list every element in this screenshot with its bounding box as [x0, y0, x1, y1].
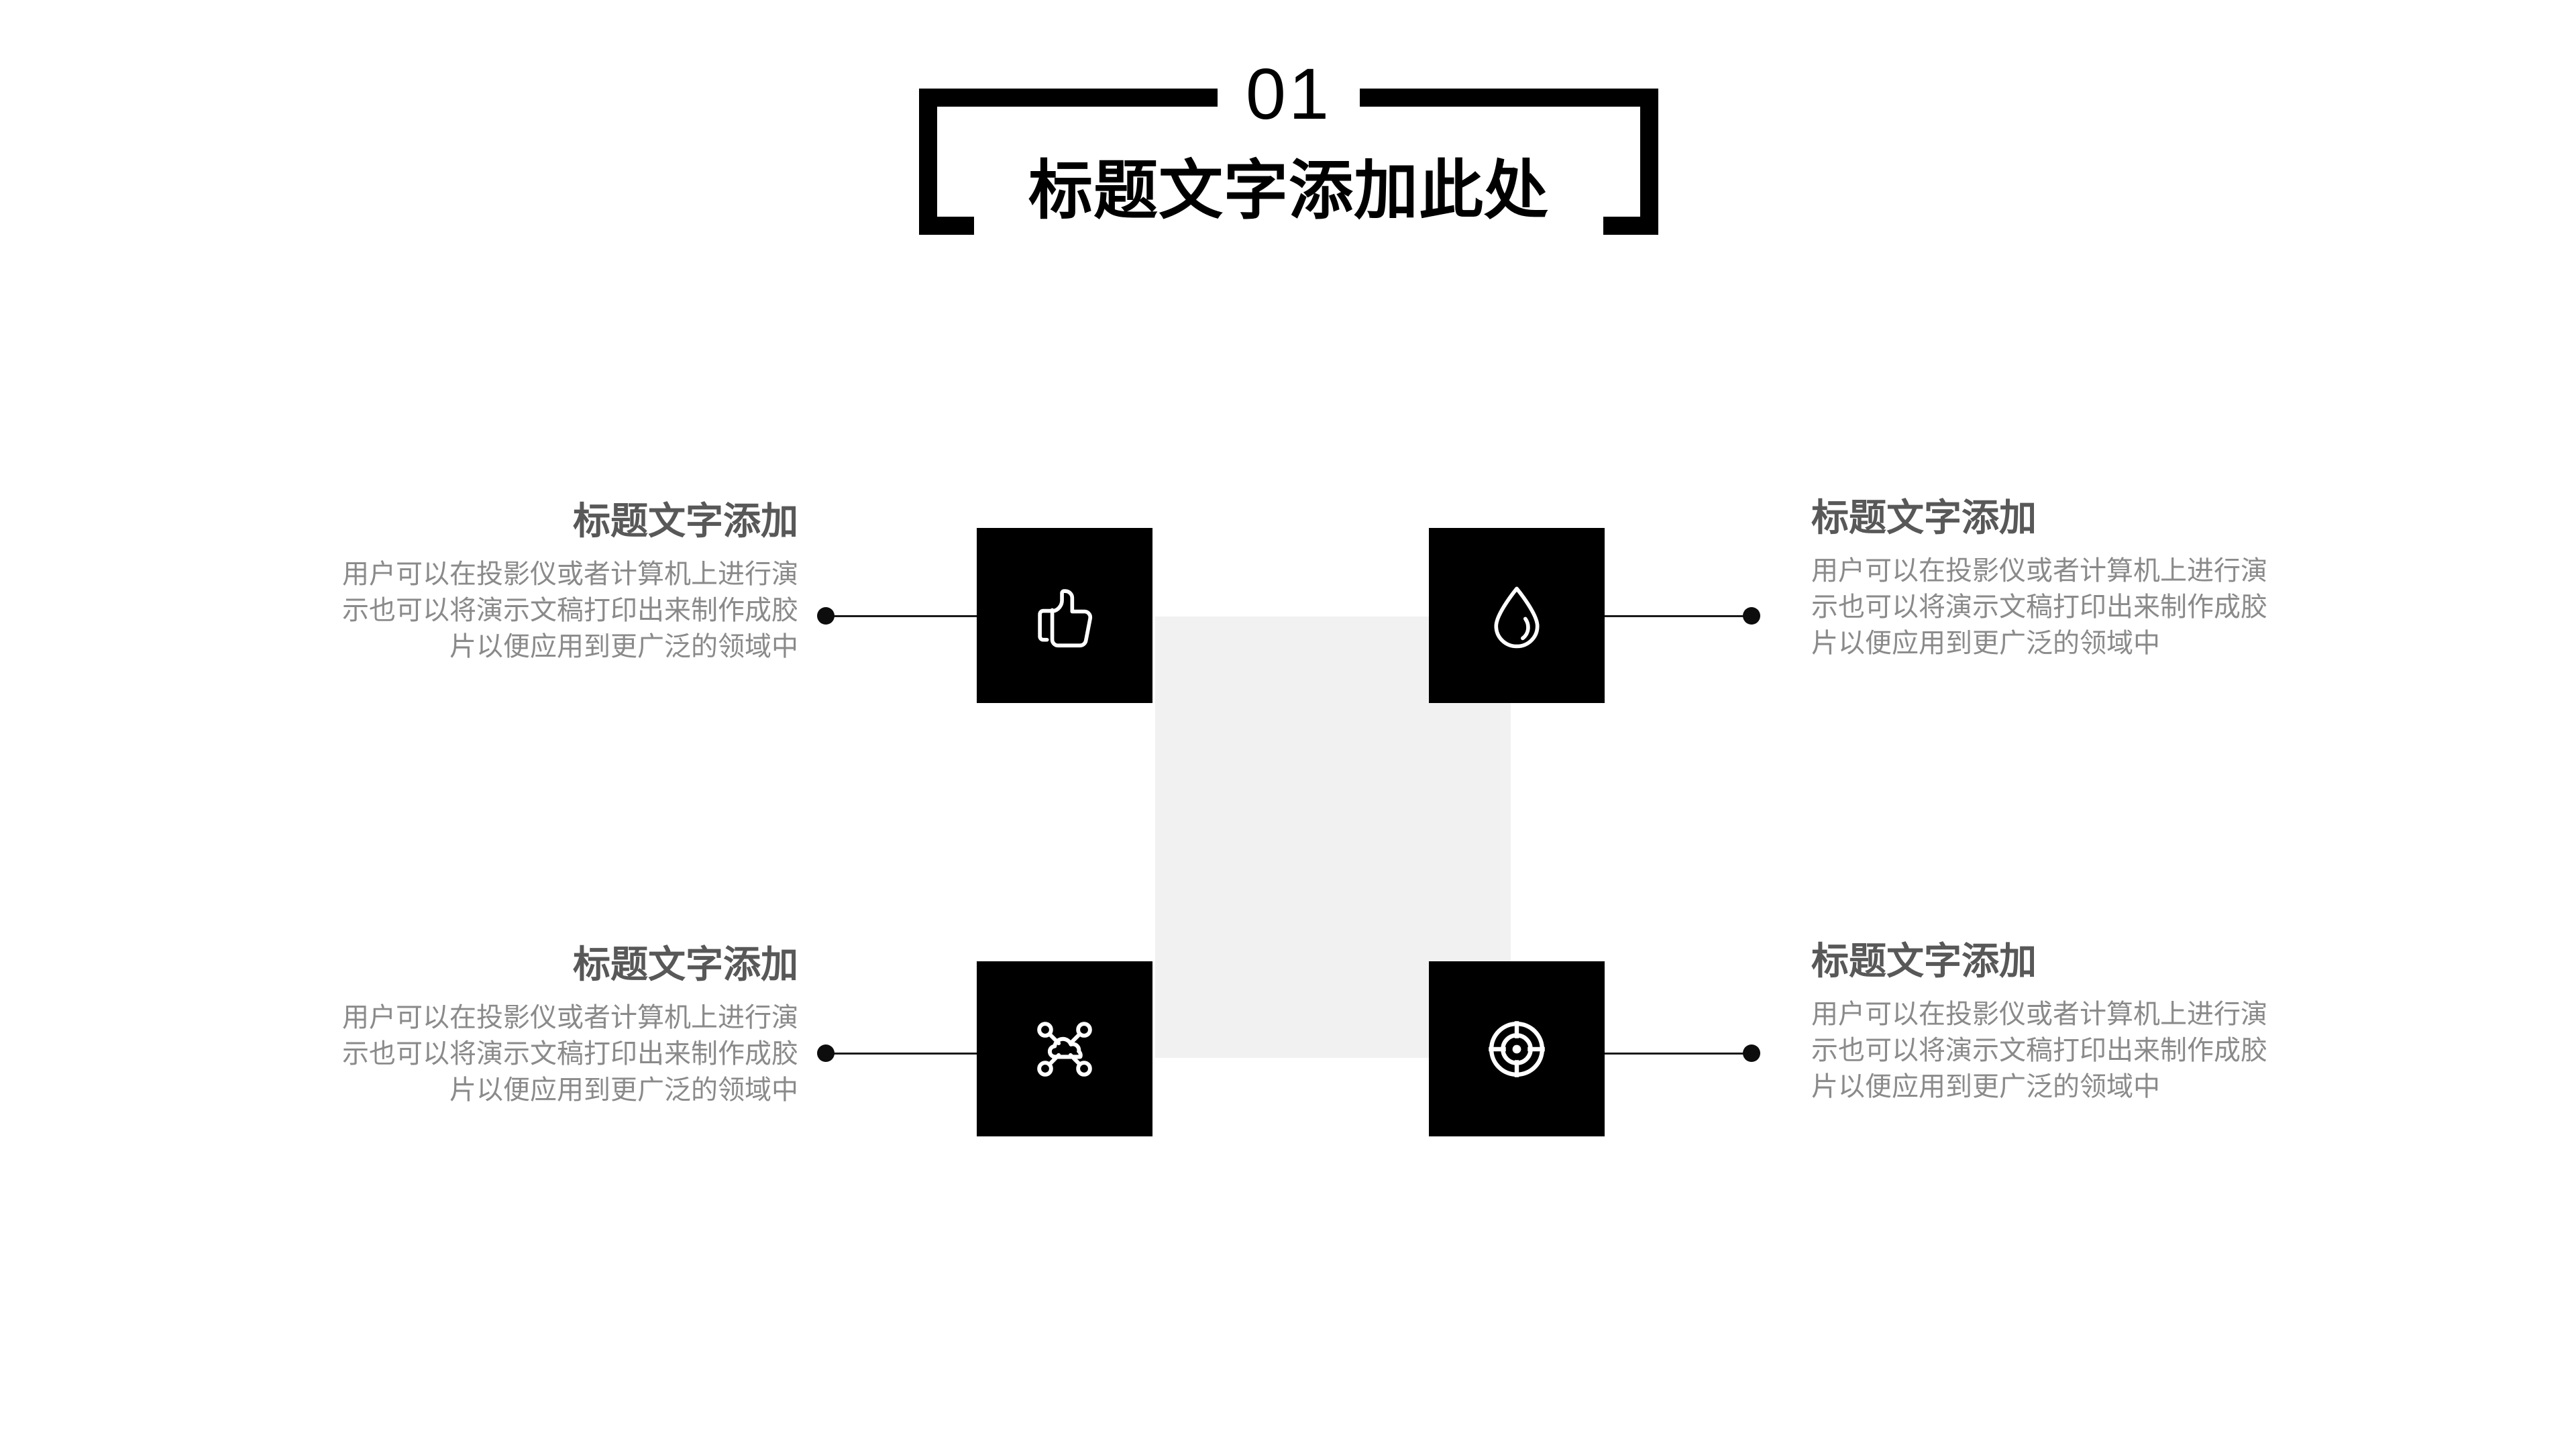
item-body: 用户可以在投影仪或者计算机上进行演示也可以将演示文稿打印出来制作成胶片以便应用到…: [1811, 1000, 2267, 1102]
text-block-bottom-left: 标题文字添加 用户可以在投影仪或者计算机上进行演示也可以将演示文稿打印出来制作成…: [329, 945, 798, 1108]
connector-line-top-left: [832, 615, 978, 617]
connector-line-bottom-left: [832, 1053, 978, 1055]
bracket-left-bottom-arm: [919, 217, 974, 235]
item-body: 用户可以在投影仪或者计算机上进行演示也可以将演示文稿打印出来制作成胶片以便应用到…: [342, 559, 798, 661]
page-title: 标题文字添加此处: [1028, 155, 1549, 227]
thumbs-up-icon: [1025, 576, 1104, 655]
cloud-network-icon: [1025, 1010, 1104, 1089]
section-number: 01: [1245, 53, 1332, 134]
bracket-right-vertical: [1640, 89, 1658, 235]
connector-dot-top-left: [817, 607, 835, 625]
item-body: 用户可以在投影仪或者计算机上进行演示也可以将演示文稿打印出来制作成胶片以便应用到…: [342, 1003, 798, 1105]
item-title: 标题文字添加: [1811, 496, 2037, 539]
connector-dot-top-right: [1743, 607, 1760, 625]
icon-box-top-left[interactable]: [977, 528, 1152, 703]
bracket-right-bottom-arm: [1603, 217, 1658, 235]
bracket-left-vertical: [919, 89, 937, 235]
connector-dot-bottom-right: [1743, 1044, 1760, 1062]
target-icon: [1477, 1010, 1556, 1089]
item-title: 标题文字添加: [573, 943, 798, 985]
item-title: 标题文字添加: [573, 500, 798, 542]
icon-box-top-right[interactable]: [1429, 528, 1605, 703]
bracket-left-top-arm: [919, 89, 1218, 107]
icon-box-bottom-right[interactable]: [1429, 961, 1605, 1136]
connector-line-bottom-right: [1599, 1053, 1746, 1055]
bracket-right-top-arm: [1360, 89, 1658, 107]
text-block-top-right: 标题文字添加 用户可以在投影仪或者计算机上进行演示也可以将演示文稿打印出来制作成…: [1811, 498, 2281, 661]
item-body: 用户可以在投影仪或者计算机上进行演示也可以将演示文稿打印出来制作成胶片以便应用到…: [1811, 556, 2267, 658]
connector-dot-bottom-left: [817, 1044, 835, 1062]
connector-line-top-right: [1599, 615, 1746, 617]
water-drop-icon: [1477, 576, 1556, 655]
text-block-top-left: 标题文字添加 用户可以在投影仪或者计算机上进行演示也可以将演示文稿打印出来制作成…: [329, 501, 798, 665]
icon-box-bottom-left[interactable]: [977, 961, 1152, 1136]
text-block-bottom-right: 标题文字添加 用户可以在投影仪或者计算机上进行演示也可以将演示文稿打印出来制作成…: [1811, 941, 2281, 1105]
item-title: 标题文字添加: [1811, 940, 2037, 982]
slide-header: 01 标题文字添加此处: [919, 58, 1658, 241]
